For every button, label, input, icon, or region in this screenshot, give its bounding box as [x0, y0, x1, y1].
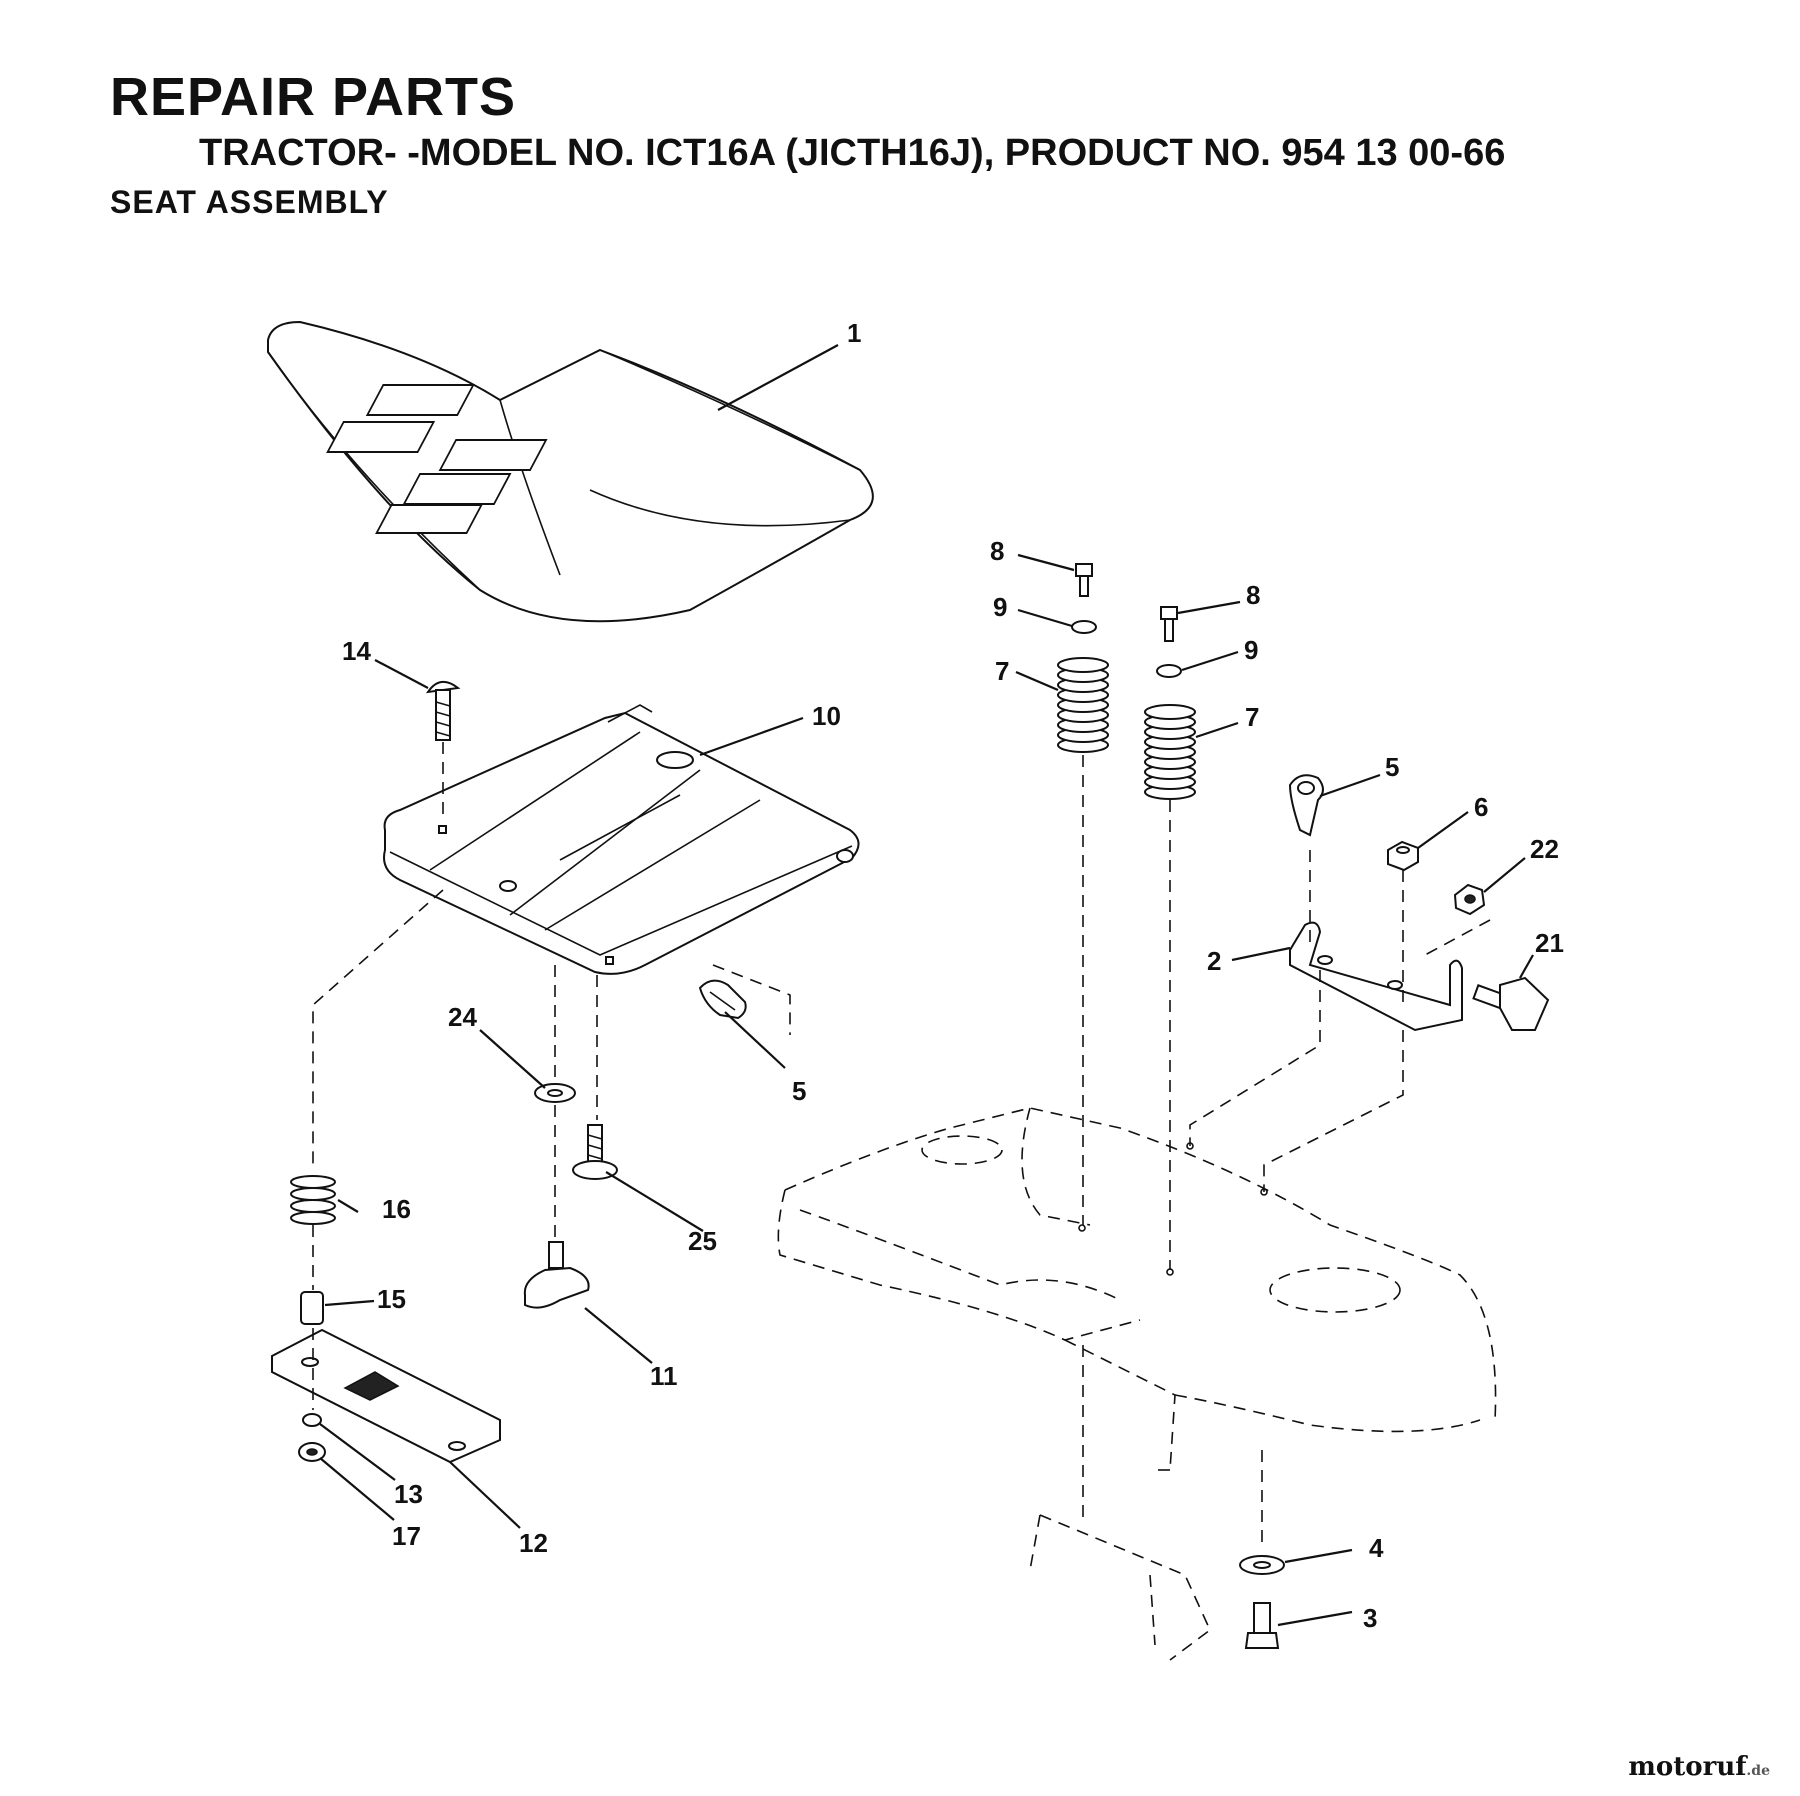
callout-bolt-right: 8 [1246, 580, 1260, 610]
callout-clip-left: 5 [792, 1076, 806, 1106]
callout-carriage-bolt: 14 [342, 636, 371, 666]
callout-nut-small: 17 [392, 1521, 421, 1551]
leader-lines [319, 344, 1534, 1627]
callout-washer-left: 9 [993, 592, 1007, 622]
page-title: REPAIR PARTS [110, 67, 517, 127]
callout-shoulder-bolt: 21 [1535, 928, 1564, 958]
watermark-suffix: .de [1746, 1763, 1770, 1779]
callout-seat: 1 [847, 318, 861, 348]
callout-washer-bottom: 4 [1369, 1533, 1384, 1563]
callout-flange-bolt: 25 [688, 1226, 717, 1256]
callout-washer-flat: 24 [448, 1002, 477, 1032]
callout-spring-left: 7 [995, 656, 1009, 686]
callout-spacer: 15 [377, 1284, 406, 1314]
callout-bolt-left: 8 [990, 536, 1004, 566]
callout-nut: 6 [1474, 792, 1488, 822]
watermark-logo: motoruf.de [1628, 1752, 1770, 1782]
seat-drawing [267, 320, 874, 623]
callout-locknut: 22 [1530, 834, 1559, 864]
tractor-body-drawing [777, 1107, 1497, 1661]
seat-pan-drawing [383, 704, 860, 975]
callout-bolt-bottom: 3 [1363, 1603, 1377, 1633]
callout-knob: 11 [650, 1361, 678, 1391]
model-subtitle: TRACTOR- -MODEL NO. ICT16A (JICTH16J), P… [199, 132, 1506, 174]
callout-spring-small: 16 [382, 1194, 411, 1224]
callout-spring-right: 7 [1245, 702, 1259, 732]
callout-slide-plate: 12 [519, 1528, 548, 1558]
callout-bracket: 2 [1207, 946, 1221, 976]
callout-clip-right: 5 [1385, 752, 1399, 782]
callout-washer-small: 13 [394, 1479, 423, 1509]
callout-seat-pan: 10 [812, 701, 841, 731]
alignment-lines [312, 742, 1491, 1550]
right-hardware-drawing [1239, 774, 1550, 1649]
section-title: SEAT ASSEMBLY [110, 184, 389, 220]
center-hardware-drawing [1057, 563, 1196, 800]
callout-washer-right: 9 [1244, 635, 1258, 665]
watermark-name: motoruf [1628, 1752, 1747, 1782]
left-hardware-drawing [271, 681, 747, 1464]
